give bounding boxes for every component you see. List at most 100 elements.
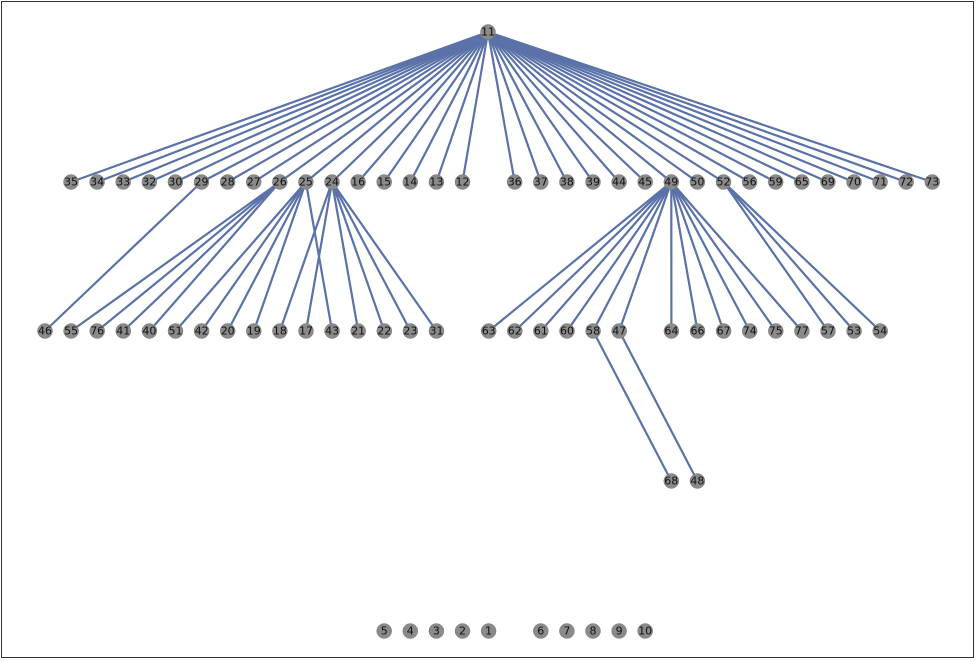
- node-label: 49: [664, 176, 678, 189]
- node-label: 52: [717, 176, 731, 189]
- edge-11-71: [486, 30, 882, 184]
- edge-11-49: [486, 30, 673, 184]
- node-label: 12: [456, 176, 470, 189]
- node-circle: [924, 174, 941, 190]
- node-label: 36: [508, 176, 522, 189]
- node-23: 23: [402, 323, 419, 339]
- node-circle: [89, 323, 105, 339]
- node-6: 6: [533, 623, 549, 639]
- node-label: 54: [873, 325, 887, 338]
- node-9: 9: [611, 623, 627, 639]
- node-circle: [376, 623, 392, 639]
- node-circle: [246, 323, 262, 339]
- node-label: 3: [433, 625, 440, 638]
- node-label: 2: [459, 625, 466, 638]
- node-20: 20: [219, 323, 236, 339]
- edge-49-62: [513, 180, 673, 333]
- edge-11-50: [486, 30, 699, 184]
- node-30: 30: [167, 174, 184, 190]
- node-circle: [480, 323, 497, 339]
- node-label: 56: [743, 176, 757, 189]
- node-circle: [324, 174, 340, 190]
- node-label: 39: [586, 176, 600, 189]
- node-62: 62: [507, 323, 523, 339]
- edge-24-22: [330, 180, 386, 333]
- node-33: 33: [115, 174, 131, 190]
- node-circle: [533, 174, 549, 190]
- node-72: 72: [898, 174, 914, 190]
- node-22: 22: [376, 323, 393, 339]
- node-circle: [350, 174, 366, 190]
- node-label: 14: [403, 176, 417, 189]
- node-circle: [715, 323, 732, 339]
- edge-11-30: [174, 30, 490, 184]
- node-circle: [559, 323, 575, 339]
- edge-11-34: [95, 30, 490, 184]
- node-label: 75: [769, 325, 783, 338]
- node-circle: [63, 174, 79, 190]
- node-circle: [402, 623, 419, 639]
- edge-11-16: [357, 30, 490, 184]
- node-75: 75: [768, 323, 784, 339]
- node-69: 69: [820, 174, 836, 190]
- node-circle: [376, 323, 393, 339]
- node-label: 73: [925, 176, 939, 189]
- edge-52-57: [722, 180, 830, 333]
- node-label: 19: [247, 325, 261, 338]
- node-label: 26: [273, 176, 287, 189]
- node-57: 57: [820, 323, 836, 339]
- node-64: 64: [663, 323, 680, 339]
- node-label: 63: [482, 325, 496, 338]
- edge-24-18: [278, 180, 334, 333]
- node-label: 61: [534, 325, 548, 338]
- node-circle: [820, 323, 836, 339]
- node-label: 66: [691, 325, 705, 338]
- edge-25-20: [226, 180, 307, 333]
- node-label: 58: [586, 325, 600, 338]
- node-circle: [611, 174, 627, 190]
- edge-24-23: [330, 180, 412, 333]
- node-label: 70: [847, 176, 861, 189]
- node-21: 21: [350, 323, 366, 339]
- node-51: 51: [167, 323, 184, 339]
- node-circle: [768, 323, 784, 339]
- node-label: 29: [195, 176, 209, 189]
- node-19: 19: [246, 323, 262, 339]
- node-circle: [898, 174, 914, 190]
- node-circle: [611, 323, 627, 339]
- node-circle: [89, 174, 105, 190]
- node-circle: [872, 174, 888, 190]
- node-circle: [272, 174, 288, 190]
- node-label: 38: [560, 176, 574, 189]
- node-circle: [794, 174, 810, 190]
- node-circle: [480, 623, 497, 639]
- edge-11-27: [252, 30, 490, 184]
- edge-11-29: [200, 30, 490, 184]
- node-circle: [846, 323, 862, 339]
- edge-26-40: [148, 180, 281, 333]
- node-label: 13: [429, 176, 443, 189]
- node-24: 24: [324, 174, 340, 190]
- node-55: 55: [63, 323, 79, 339]
- edge-26-76: [96, 180, 281, 333]
- edge-49-75: [670, 180, 777, 333]
- node-label: 68: [664, 475, 678, 488]
- node-circle: [428, 623, 445, 639]
- node-53: 53: [846, 323, 862, 339]
- node-circle: [402, 174, 419, 190]
- edge-58-68: [591, 329, 673, 483]
- edge-49-66: [670, 180, 699, 333]
- node-74: 74: [741, 323, 758, 339]
- edge-11-32: [148, 30, 490, 184]
- node-29: 29: [193, 174, 210, 190]
- node-circle: [741, 323, 758, 339]
- node-34: 34: [89, 174, 105, 190]
- node-label: 57: [821, 325, 835, 338]
- node-68: 68: [663, 473, 680, 489]
- node-label: 34: [90, 176, 104, 189]
- node-13: 13: [428, 174, 445, 190]
- node-circle: [507, 323, 523, 339]
- node-2: 2: [454, 623, 471, 639]
- node-66: 66: [689, 323, 706, 339]
